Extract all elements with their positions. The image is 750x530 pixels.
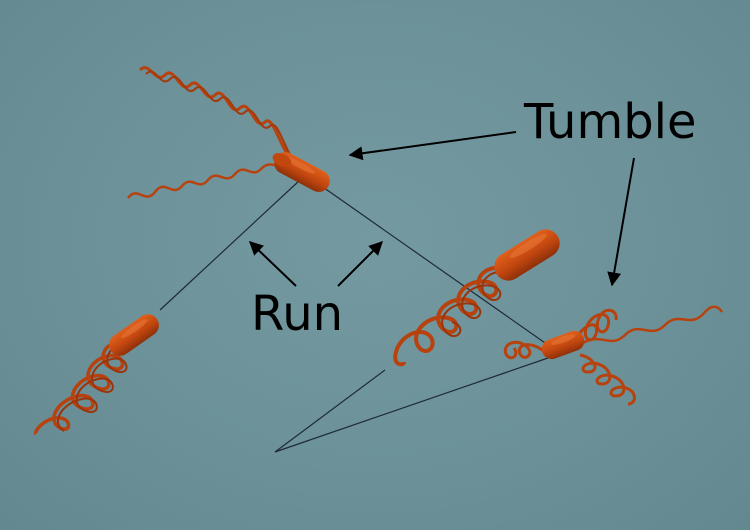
flagellum-right-curl-up bbox=[573, 308, 618, 342]
cell-highlight-top bbox=[283, 155, 316, 174]
flagellar-knot-top bbox=[272, 153, 292, 167]
flagellum-top-long bbox=[138, 66, 290, 156]
bacterium-right bbox=[503, 305, 724, 406]
cell-highlight-middle bbox=[509, 233, 548, 259]
bacterium-middle bbox=[393, 229, 560, 367]
cell-body-right bbox=[541, 330, 585, 360]
path-segment-2 bbox=[319, 184, 549, 346]
flagellum-left-helix-2 bbox=[57, 345, 128, 432]
tumble-arrow-right bbox=[607, 157, 635, 287]
flagellum-top-short bbox=[127, 163, 293, 199]
run-label: Run bbox=[251, 286, 344, 342]
flagellum-middle-helix-2 bbox=[441, 271, 510, 338]
run-arrow-left bbox=[248, 241, 297, 287]
flagellum-right-curl-left bbox=[503, 340, 546, 360]
trajectory-lines bbox=[159, 179, 549, 453]
bacterium-top bbox=[127, 66, 330, 199]
flagellum-right-tail bbox=[579, 305, 724, 347]
run-arrow-right bbox=[337, 241, 383, 287]
flagellum-left-helix bbox=[34, 342, 125, 436]
path-segment-4 bbox=[274, 369, 386, 453]
cell-body-middle bbox=[494, 229, 560, 281]
cell-highlight-left bbox=[121, 319, 148, 339]
tumble-label: Tumble bbox=[524, 94, 697, 150]
path-segment-3 bbox=[274, 357, 549, 453]
path-segment-1 bbox=[159, 179, 301, 311]
cell-highlight-right bbox=[550, 334, 576, 345]
bacterium-left bbox=[34, 314, 159, 436]
annotation-arrows bbox=[248, 131, 635, 287]
flagellum-middle-helix bbox=[393, 266, 506, 367]
flagellum-top-long-2 bbox=[145, 70, 293, 159]
flagellum-right-curl-down bbox=[579, 353, 636, 406]
cell-body-left bbox=[109, 314, 159, 356]
tumble-arrow-top bbox=[348, 131, 517, 161]
